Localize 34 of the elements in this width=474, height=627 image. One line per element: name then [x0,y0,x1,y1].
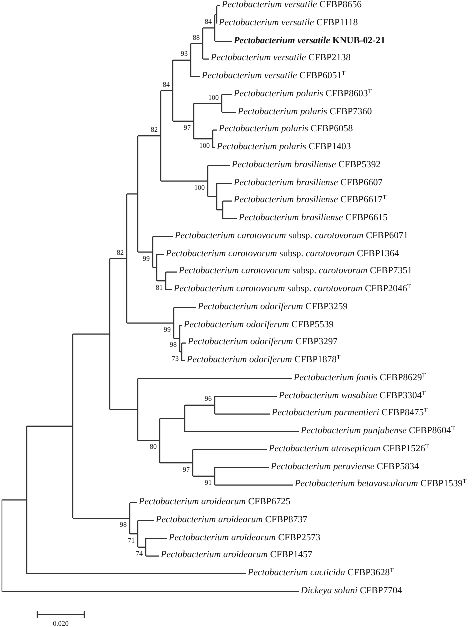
taxon-label: Pectobacterium punjabense CFBP8604$^{T}$ [301,426,456,438]
taxon-label: Pectobacterium betavasculorum CFBP1539$^{T}$ [295,480,467,491]
taxon-label: Pectobacterium parmentieri CFBP8475$^{T}$ [272,408,428,420]
taxon-label: Pectobacterium brasiliense CFBP5392 [232,160,381,172]
taxon-label: Pectobacterium polaris CFBP6058 [219,124,354,136]
taxon-label: Pectobacterium wasabiae CFBP3304$^{T}$ [279,391,426,402]
taxon-label: Pectobacterium polaris CFBP1403 [217,142,352,154]
taxon-label: Pectobacterium polaris CFBP8603$^{T}$ [234,89,372,100]
taxon-label: Pectobacterium brasiliense CFBP6607 [234,178,383,189]
taxon-label: Pectobacterium odoriferum CFBP1878$^{T}$ [187,356,341,366]
taxon-label: Pectobacterium aroidearum CFBP6725 [139,498,291,508]
taxon-label: Pectobacterium versatile CFBP6051$^{T}$ [202,72,346,82]
taxon-label: Pectobacterium aroidearum CFBP2573 [169,533,321,544]
taxon-label: Pectobacterium odoriferum CFBP5539 [184,320,334,331]
taxon-label: Pectobacterium versatile KNUB-02-21 [234,36,386,47]
taxon-label: Pectobacterium aroidearum CFBP8737 [156,515,308,526]
taxon-label: Dickeya solani CFBP7704 [301,586,402,598]
taxon-label: Pectobacterium brasiliense CFBP6617$^{T}$ [234,196,387,207]
taxon-label: Pectobacterium versatile CFBP1118 [219,18,358,30]
taxon-label: Pectobacterium atrosepticum CFBP1526$^{T}$ [269,444,430,456]
taxon-label: Pectobacterium carotovorum subsp. carotovorum CFBP7351 [179,266,412,278]
taxon-label: Pectobacterium brasiliense CFBP6615 [239,214,388,224]
taxon-label: Pectobacterium polaris CFBP7360 [238,107,372,118]
taxon-label: Pectobacterium carotovorum subsp. carotovorum CFBP6071 [175,231,408,242]
taxon-label: Pectobacterium peruviense CFBP5834 [271,462,420,473]
taxon-label: Pectobacterium odoriferum CFBP3259 [198,302,348,314]
taxon-label: Pectobacterium odoriferum CFBP3297 [188,338,338,349]
taxon-label: Pectobacterium aroidearum CFBP1457 [161,550,313,562]
taxon-label: Pectobacterium cacticida CFBP3628$^{T}$ [248,568,394,580]
taxon-label: Pectobacterium fontis CFBP8629$^{T}$ [294,373,426,384]
taxon-label: Pectobacterium versatile CFBP8656 [222,0,362,12]
taxon-label: Pectobacterium versatile CFBP2138 [211,54,351,65]
taxon-label: Pectobacterium carotovorum subsp. carotovorum CFBP1364 [166,249,400,260]
taxon-label: Pectobacterium carotovorum subsp. carotovorum CFBP2046$^{T}$ [174,284,412,296]
